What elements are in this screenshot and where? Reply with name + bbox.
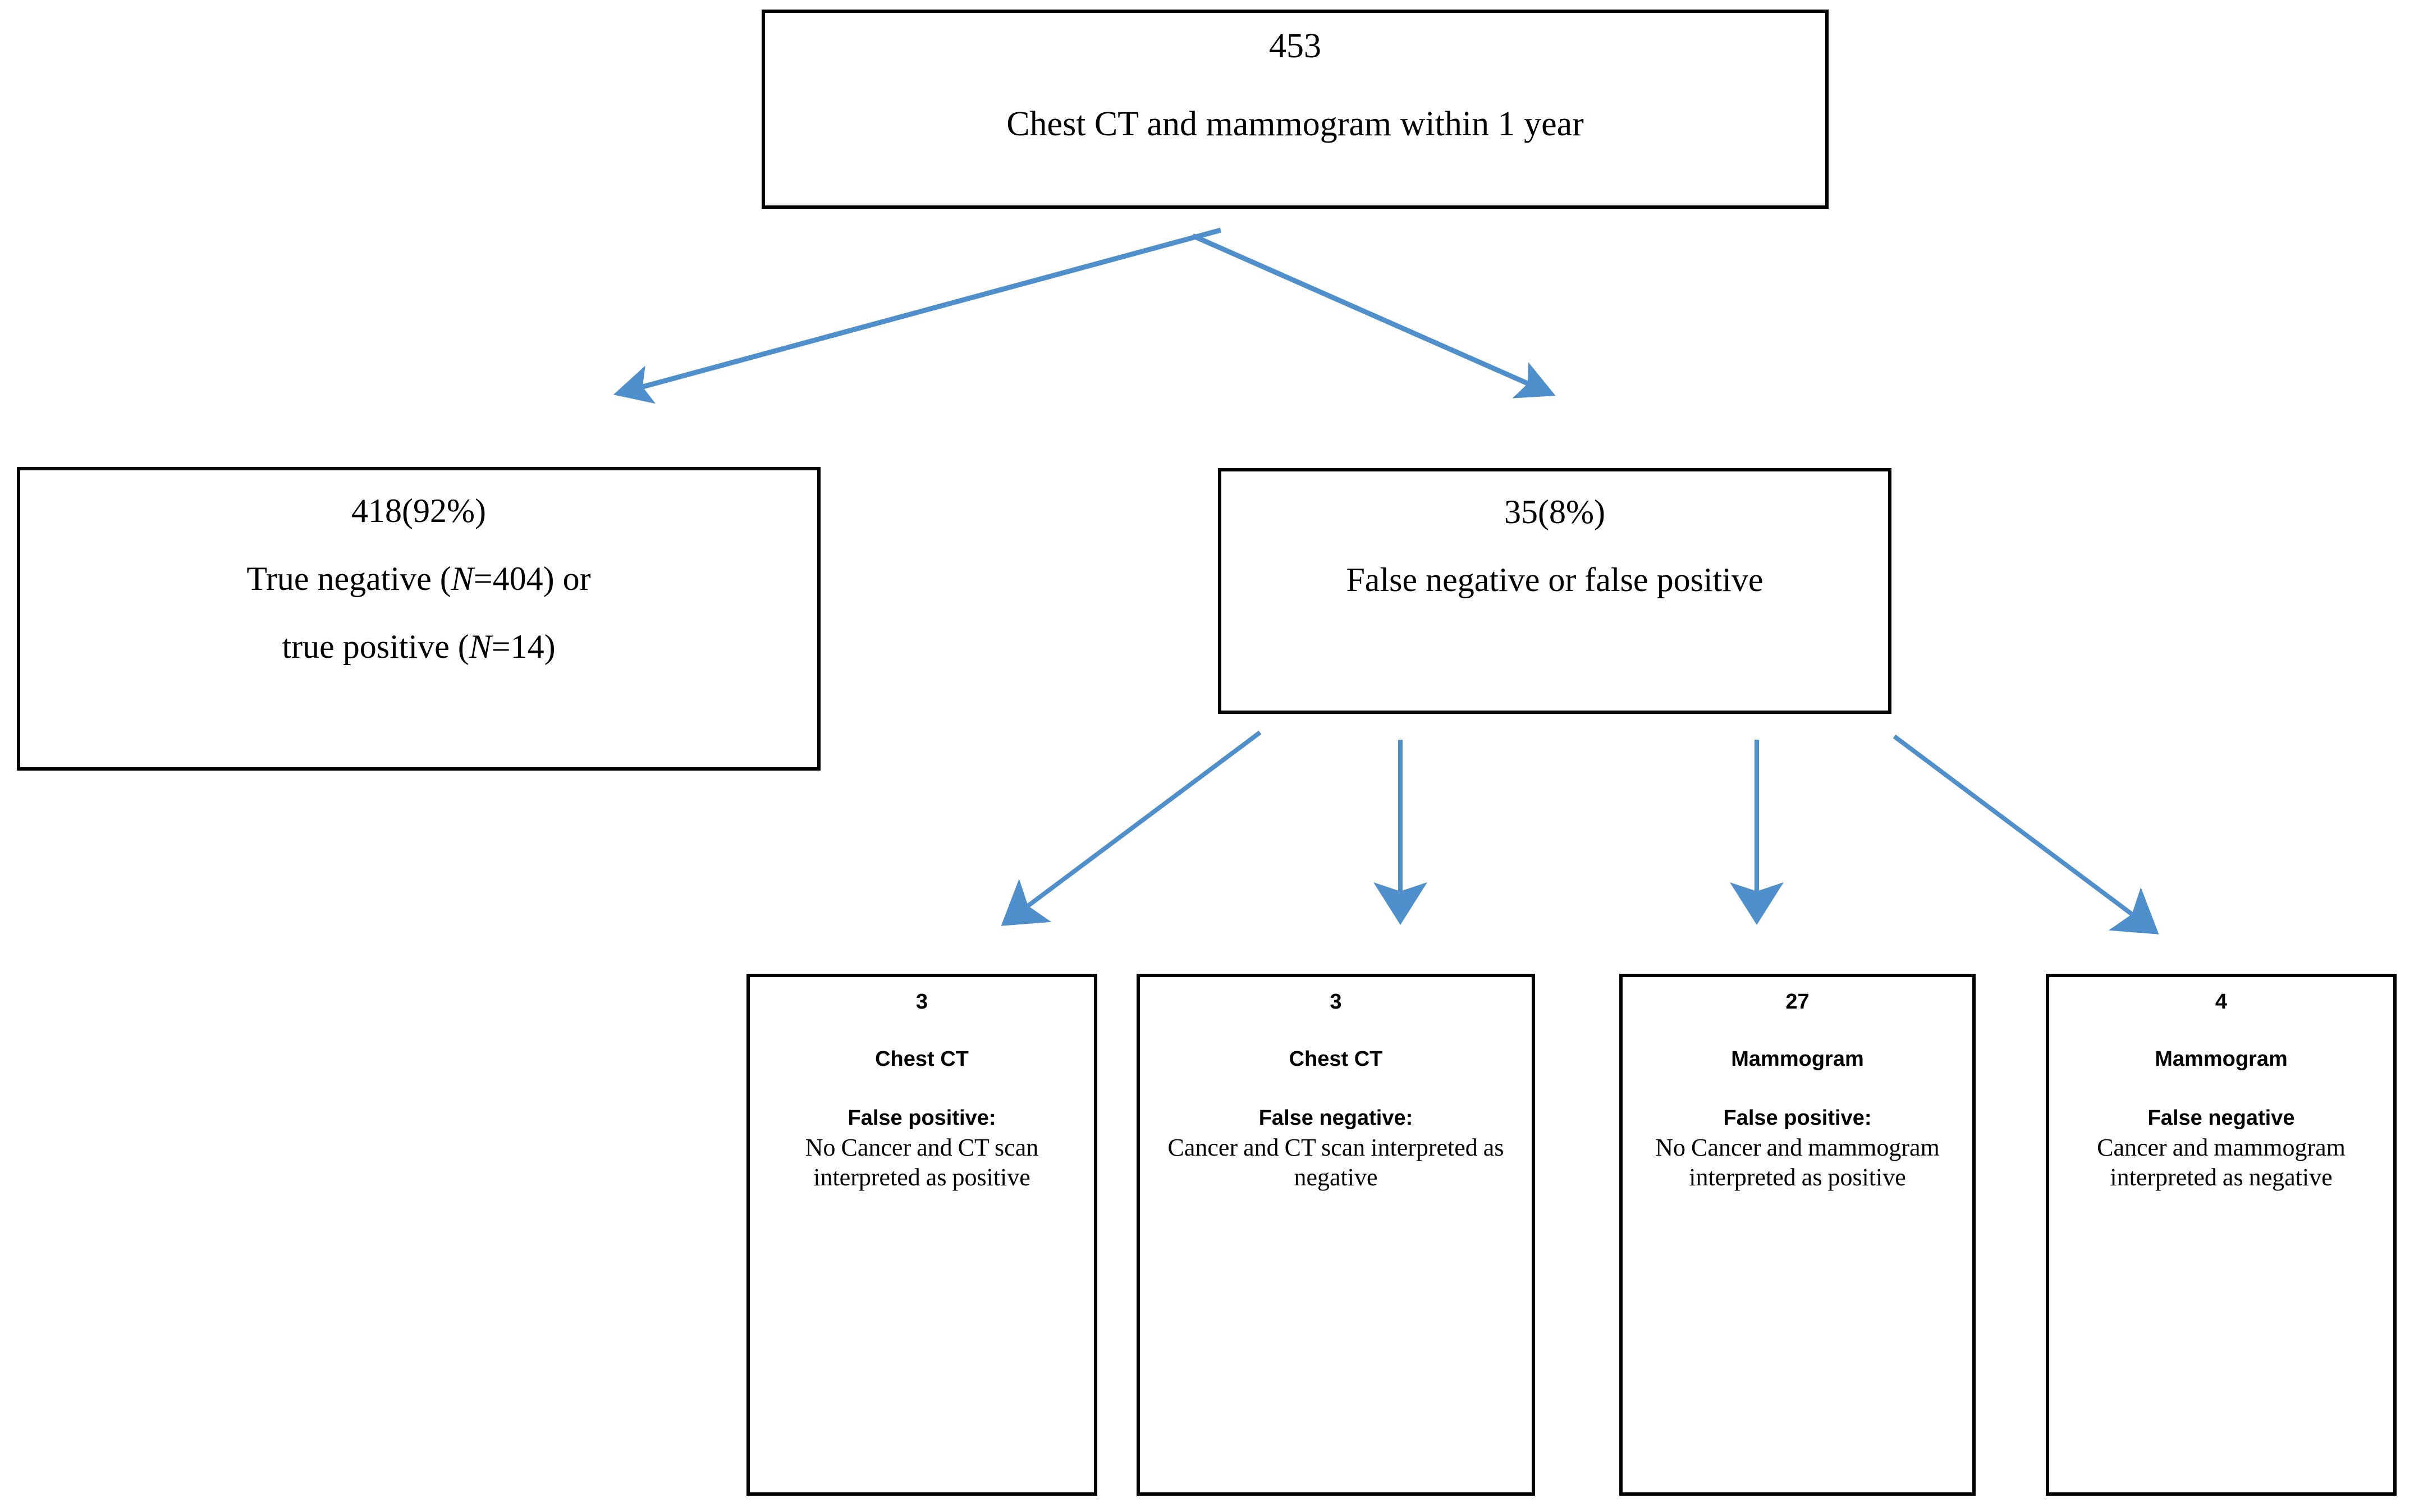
false-group-label: False negative or false positive <box>1346 561 1763 598</box>
true-positive-suffix: =14) <box>491 628 556 665</box>
leaf-count: 27 <box>1785 990 1810 1014</box>
arrow-root-to-false <box>1192 233 1556 398</box>
true-group-count: 418(92%) <box>351 492 486 529</box>
node-leaf-mammogram-false-positive: 27 Mammogram False positive: No Cancer a… <box>1619 974 1976 1496</box>
leaf-modality: Chest CT <box>875 1047 969 1071</box>
arrow-false-to-leaf-4 <box>1893 734 2159 934</box>
leaf-detail: Cancer and mammogram interpreted as nega… <box>2097 1133 2346 1192</box>
true-negative-italic-n: N <box>451 560 474 597</box>
leaf-detail: Cancer and CT scan interpreted as negati… <box>1167 1133 1504 1192</box>
true-negative-suffix: =404) or <box>473 560 591 597</box>
true-negative-prefix: True negative ( <box>246 560 451 597</box>
leaf-count: 3 <box>1330 990 1342 1014</box>
leaf-detail: No Cancer and CT scan interpreted as pos… <box>805 1133 1039 1192</box>
root-count: 453 <box>1269 27 1321 65</box>
node-true-group: 418(92%) True negative (N=404) or true p… <box>17 467 821 771</box>
node-leaf-ct-false-negative: 3 Chest CT False negative: Cancer and CT… <box>1137 974 1535 1496</box>
true-group-line-2: true positive (N=14) <box>282 627 555 666</box>
leaf-verdict: False positive: <box>848 1106 996 1130</box>
false-group-count: 35(8%) <box>1504 493 1605 530</box>
true-positive-prefix: true positive ( <box>282 628 469 665</box>
leaf-count: 3 <box>915 990 928 1014</box>
arrow-false-to-leaf-1 <box>1001 730 1262 926</box>
node-false-group: 35(8%) False negative or false positive <box>1218 468 1891 714</box>
arrow-root-to-true <box>613 227 1222 404</box>
node-leaf-ct-false-positive: 3 Chest CT False positive: No Cancer and… <box>746 974 1097 1496</box>
leaf-modality: Mammogram <box>1731 1047 1864 1071</box>
leaf-modality: Chest CT <box>1289 1047 1383 1071</box>
node-leaf-mammogram-false-negative: 4 Mammogram False negative Cancer and ma… <box>2046 974 2397 1496</box>
true-group-line-1: True negative (N=404) or <box>246 560 590 598</box>
true-positive-italic-n: N <box>469 628 492 665</box>
node-root: 453 Chest CT and mammogram within 1 year <box>762 10 1829 209</box>
leaf-modality: Mammogram <box>2155 1047 2288 1071</box>
leaf-detail: No Cancer and mammogram interpreted as p… <box>1655 1133 1940 1192</box>
leaf-verdict: False positive: <box>1723 1106 1872 1130</box>
root-label: Chest CT and mammogram within 1 year <box>1006 105 1584 144</box>
leaf-verdict: False negative: <box>1258 1106 1413 1130</box>
leaf-verdict: False negative <box>2147 1106 2295 1130</box>
leaf-count: 4 <box>2215 990 2228 1014</box>
